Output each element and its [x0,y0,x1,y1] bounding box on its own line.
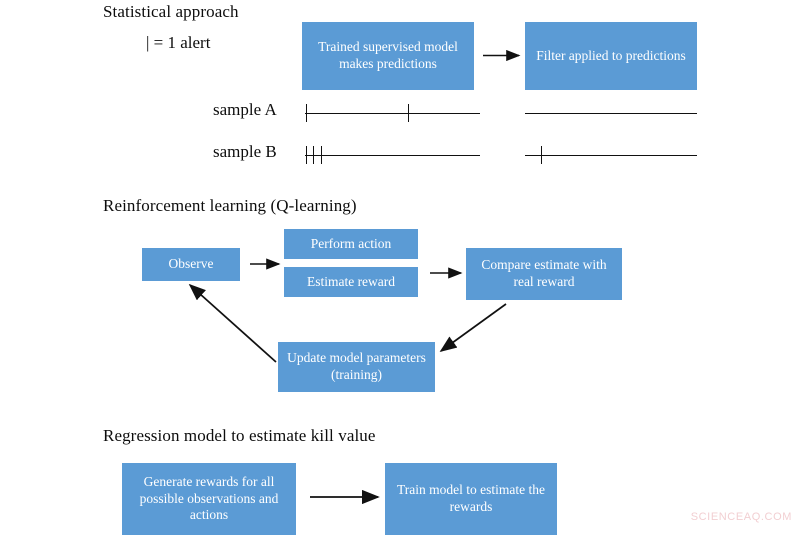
alert-tick-sample-b-3 [321,146,322,164]
box-filter-applied-to-predictions: Filter applied to predictions [525,22,697,90]
box-estimate-reward: Estimate reward [284,267,418,297]
alert-tick-sample-a-2 [408,104,409,122]
arrow-update-to-observe [188,283,277,363]
box-trained-supervised-model: Trained supervised model makes predictio… [302,22,474,90]
alert-tick-sample-a-1 [306,104,307,122]
alert-legend: | = 1 alert [146,33,211,52]
timeline-sample-b-postfilter [525,155,697,156]
arrow-compare-to-update [439,303,507,352]
section-title-statistical: Statistical approach [103,2,239,21]
section-title-regression-model: Regression model to estimate kill value [103,426,376,445]
timeline-sample-a-prefilter [305,113,480,114]
label-sample-b: sample B [213,142,277,161]
box-compare-estimate-with-real-reward: Compare estimate with real reward [466,248,622,300]
box-generate-rewards: Generate rewards for all possible observ… [122,463,296,535]
timeline-sample-b-prefilter [305,155,480,156]
box-update-model-parameters: Update model parameters (training) [278,342,435,392]
box-observe: Observe [142,248,240,281]
alert-tick-sample-b-2 [313,146,314,164]
section-title-reinforcement-learning: Reinforcement learning (Q-learning) [103,196,357,215]
watermark-scienceaq: SCIENCEAQ.COM [690,511,792,523]
alert-tick-sample-b-postfilter-1 [541,146,542,164]
box-train-model-to-estimate-rewards: Train model to estimate the rewards [385,463,557,535]
box-perform-action: Perform action [284,229,418,259]
label-sample-a: sample A [213,100,277,119]
timeline-sample-a-postfilter [525,113,697,114]
alert-tick-sample-b-1 [306,146,307,164]
